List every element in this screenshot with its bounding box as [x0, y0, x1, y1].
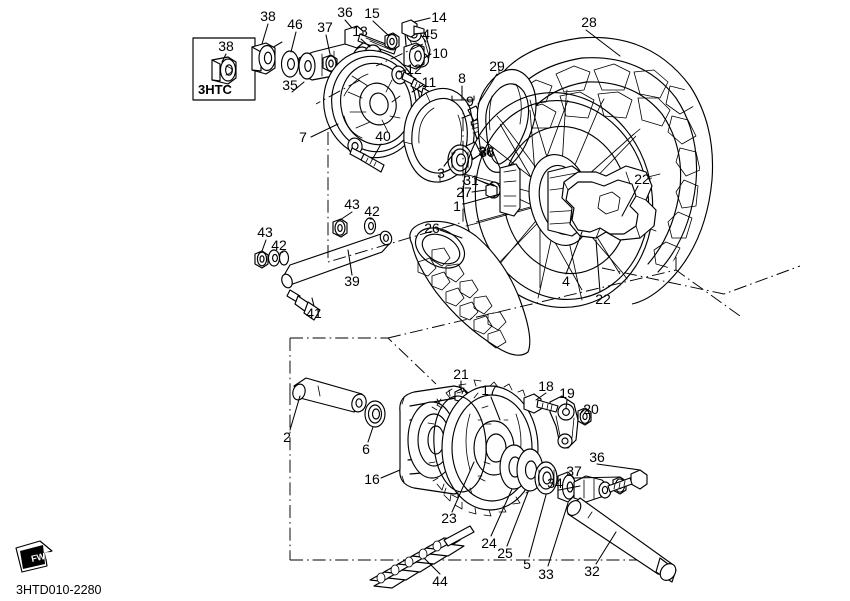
callout-number-25: 25 — [497, 545, 513, 561]
fwd-direction-marker: FWD — [15, 540, 53, 573]
part-40-screw — [349, 147, 385, 173]
callout-number-34: 34 — [547, 475, 563, 491]
part-19-torque-arm — [549, 395, 579, 449]
callout-number-45: 45 — [422, 26, 438, 42]
callout-number-36: 36 — [589, 449, 605, 465]
callout-number-8: 8 — [458, 70, 466, 86]
callout-number-40: 40 — [375, 128, 391, 144]
callout-number-17: 17 — [481, 382, 497, 398]
callout-number-23: 23 — [441, 510, 457, 526]
part-22-wheel-hub-damper — [561, 165, 657, 241]
inset-caption: 3HTC — [198, 82, 232, 97]
callout-number-11: 11 — [421, 74, 437, 90]
callout-number-5: 5 — [523, 556, 531, 572]
part-43-42-nuts-left — [254, 249, 290, 269]
callout-number-9: 9 — [466, 93, 474, 109]
part-5-bearing — [534, 461, 558, 495]
callout-number-35: 35 — [282, 77, 298, 93]
svg-text:FWD: FWD — [30, 549, 53, 563]
callout-number-28: 28 — [581, 14, 597, 30]
part-44-drive-chain — [369, 525, 475, 589]
assembly-guide-lines — [289, 43, 801, 561]
callout-number-29: 29 — [489, 58, 505, 74]
part-33-collar — [557, 471, 577, 503]
part-36-bolt — [344, 25, 397, 55]
callout-leader-lines — [221, 17, 641, 575]
callout-number-3: 3 — [437, 165, 445, 181]
callout-number-37: 37 — [317, 19, 333, 35]
callout-number-13: 13 — [352, 23, 368, 39]
callout-number-38: 38 — [260, 8, 276, 24]
callout-number-46: 46 — [287, 16, 303, 32]
callout-number-21: 21 — [453, 366, 469, 382]
callout-number-24: 24 — [481, 535, 497, 551]
callout-number-6: 6 — [362, 441, 370, 457]
part-26-tire-lower-section — [409, 220, 531, 356]
part-28-rear-tire — [496, 36, 714, 305]
callout-number-26: 26 — [424, 220, 440, 236]
callout-number-38: 38 — [218, 38, 234, 54]
part-6-oil-seal — [364, 400, 386, 428]
callout-number-43: 43 — [257, 224, 273, 240]
callout-number-1: 1 — [453, 198, 461, 214]
callout-number-42: 42 — [364, 203, 380, 219]
callout-number-7: 7 — [299, 129, 307, 145]
part-37-nut — [322, 54, 338, 73]
callout-number-14: 14 — [431, 9, 447, 25]
part-32-rear-axle — [566, 497, 677, 583]
inset-collar-38 — [211, 56, 237, 85]
callout-number-32: 32 — [584, 563, 600, 579]
part-2-collar-spacer — [292, 377, 367, 413]
part-43-42-nuts-upper — [332, 217, 377, 238]
callout-number-20: 20 — [583, 401, 599, 417]
callout-number-36: 36 — [337, 4, 353, 20]
callout-number-37: 37 — [566, 463, 582, 479]
callout-number-16: 16 — [364, 471, 380, 487]
part-number-label: 3HTD010-2280 — [16, 583, 102, 597]
callout-number-27: 27 — [456, 184, 472, 200]
part-34-chain-adjuster — [573, 475, 612, 503]
callout-number-44: 44 — [432, 573, 448, 589]
callout-number-36: 36 — [479, 144, 495, 160]
callout-number-43: 43 — [344, 196, 360, 212]
part-23-sprocket-carrier — [427, 387, 492, 499]
callout-number-18: 18 — [538, 378, 554, 394]
callout-number-22: 22 — [595, 291, 611, 307]
callout-number-41: 41 — [306, 305, 322, 321]
callout-number-22: 22 — [634, 171, 650, 187]
callout-number-39: 39 — [344, 273, 360, 289]
callout-number-10: 10 — [432, 45, 448, 61]
part-14-bolt — [401, 19, 425, 38]
callout-number-2: 2 — [283, 429, 291, 445]
callout-number-12: 12 — [406, 61, 422, 77]
callout-number-4: 4 — [562, 273, 570, 289]
part-15-nut — [384, 32, 400, 51]
callout-number-31: 31 — [463, 172, 479, 188]
callout-number-42: 42 — [271, 237, 287, 253]
callout-number-30: 30 — [478, 143, 494, 159]
callout-number-15: 15 — [364, 5, 380, 21]
part-38-collar — [251, 42, 276, 75]
part-30-31-27-1-hub-hardware — [485, 163, 521, 217]
part-46-washer — [280, 50, 300, 78]
part-18-bolt — [523, 393, 559, 414]
callout-number-19: 19 — [559, 385, 575, 401]
part-41-screw — [286, 289, 321, 321]
callout-number-33: 33 — [538, 566, 554, 582]
part-45-collar — [403, 42, 426, 70]
